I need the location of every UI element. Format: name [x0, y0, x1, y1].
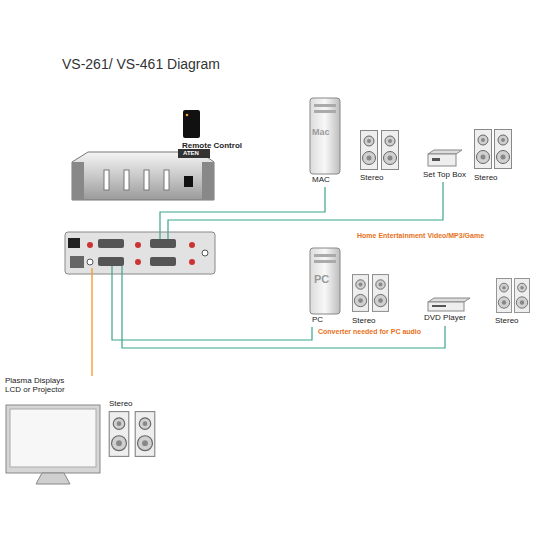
- text-label: Stereo: [495, 316, 519, 325]
- wire-stub: [112, 212, 218, 278]
- switch-rear: [65, 232, 215, 274]
- device-label: Set Top Box: [423, 170, 466, 179]
- device-node: Remote Control: [178, 106, 244, 153]
- speaker: [109, 412, 129, 457]
- cable-path: [91, 278, 92, 376]
- device-label: Plasma Displays LCD or Projector: [5, 376, 77, 394]
- device-label: DVD Player: [424, 313, 466, 322]
- wire-stub: [91, 268, 92, 278]
- cable-path: [218, 182, 443, 220]
- device-node: PC PC: [305, 245, 349, 327]
- cable-line: [122, 278, 445, 348]
- speaker: [372, 275, 388, 312]
- text-label: Converter needed for PC audio: [318, 328, 421, 336]
- device-node: MacMAC: [305, 95, 349, 187]
- switch-front: [72, 149, 214, 200]
- text-label: Stereo: [352, 316, 376, 325]
- cable-path: [218, 187, 325, 212]
- device-label: PC: [314, 273, 329, 286]
- device-node: ATEN: [62, 148, 218, 278]
- remote-control: [183, 110, 200, 138]
- device-label: Mac: [312, 127, 330, 137]
- text-label: Home Entertainment Video/MP3/Game: [357, 232, 484, 240]
- device-node: Set Top Box: [420, 146, 478, 182]
- speaker: [382, 131, 399, 170]
- speaker: [497, 278, 512, 312]
- speaker: [495, 130, 512, 169]
- device-label: Remote Control: [182, 141, 242, 150]
- dvd-player: [428, 298, 470, 311]
- speaker: [515, 278, 530, 312]
- device-node: Plasma Displays LCD or Projector: [3, 376, 107, 488]
- cable-line: [92, 278, 93, 376]
- diagram-title: VS-261/ VS-461 Diagram: [62, 56, 220, 72]
- display-screen: [6, 405, 100, 484]
- device-label: ATEN: [183, 150, 199, 157]
- speaker: [352, 275, 368, 312]
- text-label: Stereo: [109, 399, 133, 408]
- cable-line: [112, 278, 312, 340]
- speaker: [475, 130, 492, 169]
- speaker: [135, 412, 155, 457]
- speaker: [361, 131, 378, 170]
- cable-path: [122, 278, 445, 348]
- device-label: PC: [312, 315, 323, 324]
- cable-line: [218, 187, 325, 212]
- text-label: Stereo: [360, 173, 384, 182]
- set-top-box: [428, 150, 462, 166]
- pc-tower: [310, 248, 340, 314]
- mac-tower: [310, 98, 340, 174]
- cable-path: [112, 278, 312, 340]
- device-label: MAC: [312, 175, 330, 184]
- text-label: Stereo: [474, 173, 498, 182]
- cable-line: [218, 182, 443, 220]
- device-node: DVD Player: [422, 296, 476, 326]
